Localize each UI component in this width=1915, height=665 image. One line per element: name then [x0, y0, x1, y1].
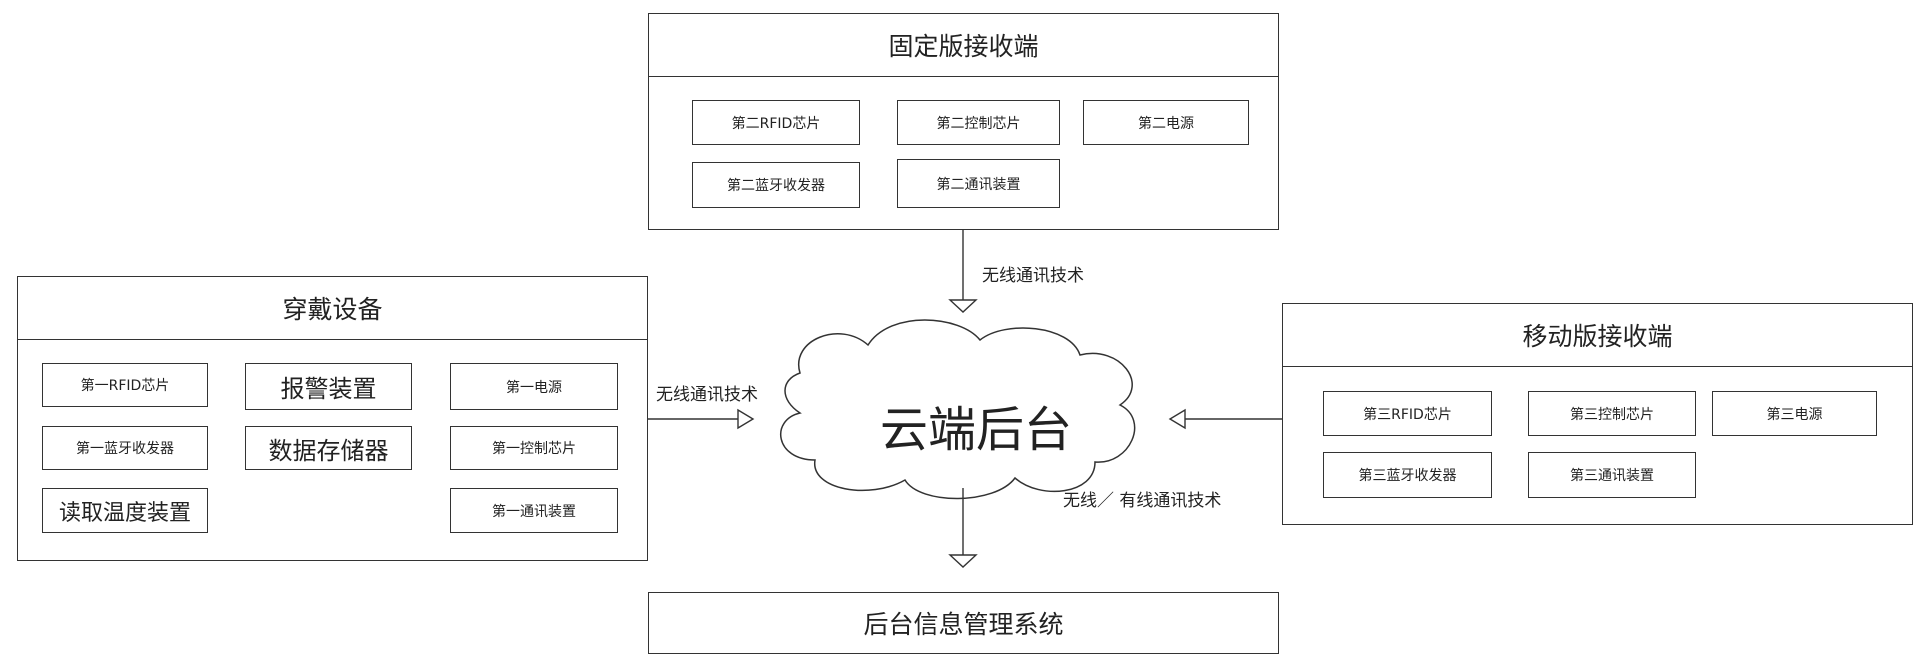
wear-bluetooth-transceiver: 第一蓝牙收发器	[42, 426, 208, 470]
mobile-comm-device: 第三通讯装置	[1528, 452, 1696, 498]
wear-temp-reader: 读取温度装置	[42, 488, 208, 533]
fixed-control-chip: 第二控制芯片	[897, 100, 1060, 145]
fixed-comm-device: 第二通讯装置	[897, 159, 1060, 208]
fixed-receiver-title: 固定版接收端	[649, 14, 1278, 77]
arrow-mobile-to-cloud	[1168, 408, 1186, 430]
backend-management-system: 后台信息管理系统	[648, 592, 1279, 654]
wear-alarm-device: 报警装置	[245, 363, 412, 410]
mobile-bluetooth-transceiver: 第三蓝牙收发器	[1323, 452, 1492, 498]
wear-data-storage: 数据存储器	[245, 426, 412, 470]
wear-to-cloud-label: 无线通讯技术	[656, 385, 758, 405]
arrow-fixed-to-cloud	[948, 299, 978, 313]
cloud-backend-label: 云端后台	[880, 402, 1073, 458]
arrow-wear-to-cloud	[737, 408, 755, 430]
fixed-rfid-chip: 第二RFID芯片	[692, 100, 860, 145]
mobile-power: 第三电源	[1712, 391, 1877, 436]
arrow-cloud-to-backend	[948, 554, 978, 568]
fixed-to-cloud-label: 无线通讯技术	[982, 266, 1084, 286]
wear-power: 第一电源	[450, 363, 618, 410]
wearable-title: 穿戴设备	[18, 277, 647, 340]
fixed-power: 第二电源	[1083, 100, 1249, 145]
mobile-receiver-title: 移动版接收端	[1283, 304, 1912, 367]
fixed-bluetooth-transceiver: 第二蓝牙收发器	[692, 162, 860, 208]
wear-rfid-chip: 第一RFID芯片	[42, 363, 208, 407]
cloud-mobile-link-label: 无线／ 有线通讯技术	[1063, 491, 1222, 511]
cloud-outline	[780, 319, 1136, 500]
mobile-rfid-chip: 第三RFID芯片	[1323, 391, 1492, 436]
wear-comm-device: 第一通讯装置	[450, 488, 618, 533]
mobile-control-chip: 第三控制芯片	[1528, 391, 1696, 436]
wear-control-chip: 第一控制芯片	[450, 426, 618, 470]
